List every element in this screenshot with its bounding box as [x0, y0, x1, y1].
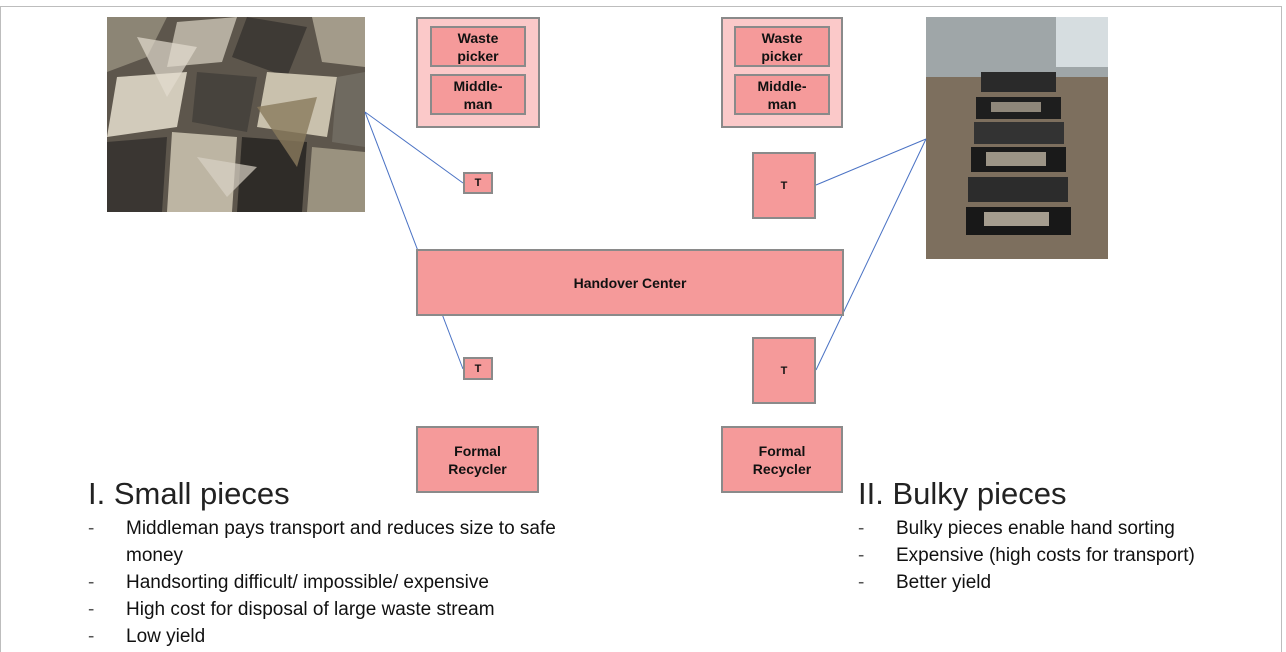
handover-center-label: Handover Center	[573, 274, 687, 291]
small-pieces-bullet-list: -Middleman pays transport and reduces si…	[88, 515, 558, 650]
left-transport-bottom-label: T	[474, 362, 482, 375]
left-waste-picker-label: Waste picker	[457, 29, 499, 64]
list-item: -Handsorting difficult/ impossible/ expe…	[88, 572, 489, 593]
handover-center-box: Handover Center	[416, 249, 844, 316]
right-middleman-box: Middle-man	[734, 74, 830, 115]
list-item: -Bulky pieces enable hand sorting	[858, 518, 1175, 539]
right-formal-recycler-label: Formal Recycler	[752, 442, 812, 477]
small-pieces-photo	[107, 17, 365, 212]
right-formal-recycler-box: Formal Recycler	[721, 426, 843, 493]
right-transport-top-label: T	[780, 179, 788, 192]
left-middleman-label: Middle-man	[453, 77, 503, 112]
right-transport-top-box: T	[752, 152, 816, 219]
list-item: -High cost for disposal of large waste s…	[88, 599, 495, 620]
list-item: -Better yield	[858, 572, 992, 593]
stacked-housings-image	[926, 17, 1108, 259]
left-formal-recycler-box: Formal Recycler	[416, 426, 539, 493]
right-waste-picker-box: Waste picker	[734, 26, 830, 67]
scrap-pile-image	[107, 17, 365, 212]
list-item: -Middleman pays transport and reduces si…	[88, 518, 556, 566]
left-transport-bottom-box: T	[463, 357, 493, 380]
left-waste-picker-box: Waste picker	[430, 26, 526, 67]
bulky-pieces-heading: II. Bulky pieces	[858, 476, 1067, 511]
list-item: -Expensive (high costs for transport)	[858, 545, 1195, 566]
small-pieces-heading: I. Small pieces	[88, 476, 290, 511]
bulky-pieces-bullet-list: -Bulky pieces enable hand sorting -Expen…	[858, 515, 1268, 596]
list-item: -Low yield	[88, 626, 206, 647]
right-middleman-label: Middle-man	[757, 77, 807, 112]
bulky-pieces-photo	[926, 17, 1108, 259]
left-formal-recycler-label: Formal Recycler	[448, 442, 507, 477]
left-transport-top-label: T	[474, 177, 482, 189]
right-waste-picker-label: Waste picker	[761, 29, 803, 64]
right-transport-bottom-box: T	[752, 337, 816, 404]
left-transport-top-box: T	[463, 172, 493, 194]
left-middleman-box: Middle-man	[430, 74, 526, 115]
slide-frame	[0, 6, 1282, 652]
right-transport-bottom-label: T	[780, 364, 788, 377]
